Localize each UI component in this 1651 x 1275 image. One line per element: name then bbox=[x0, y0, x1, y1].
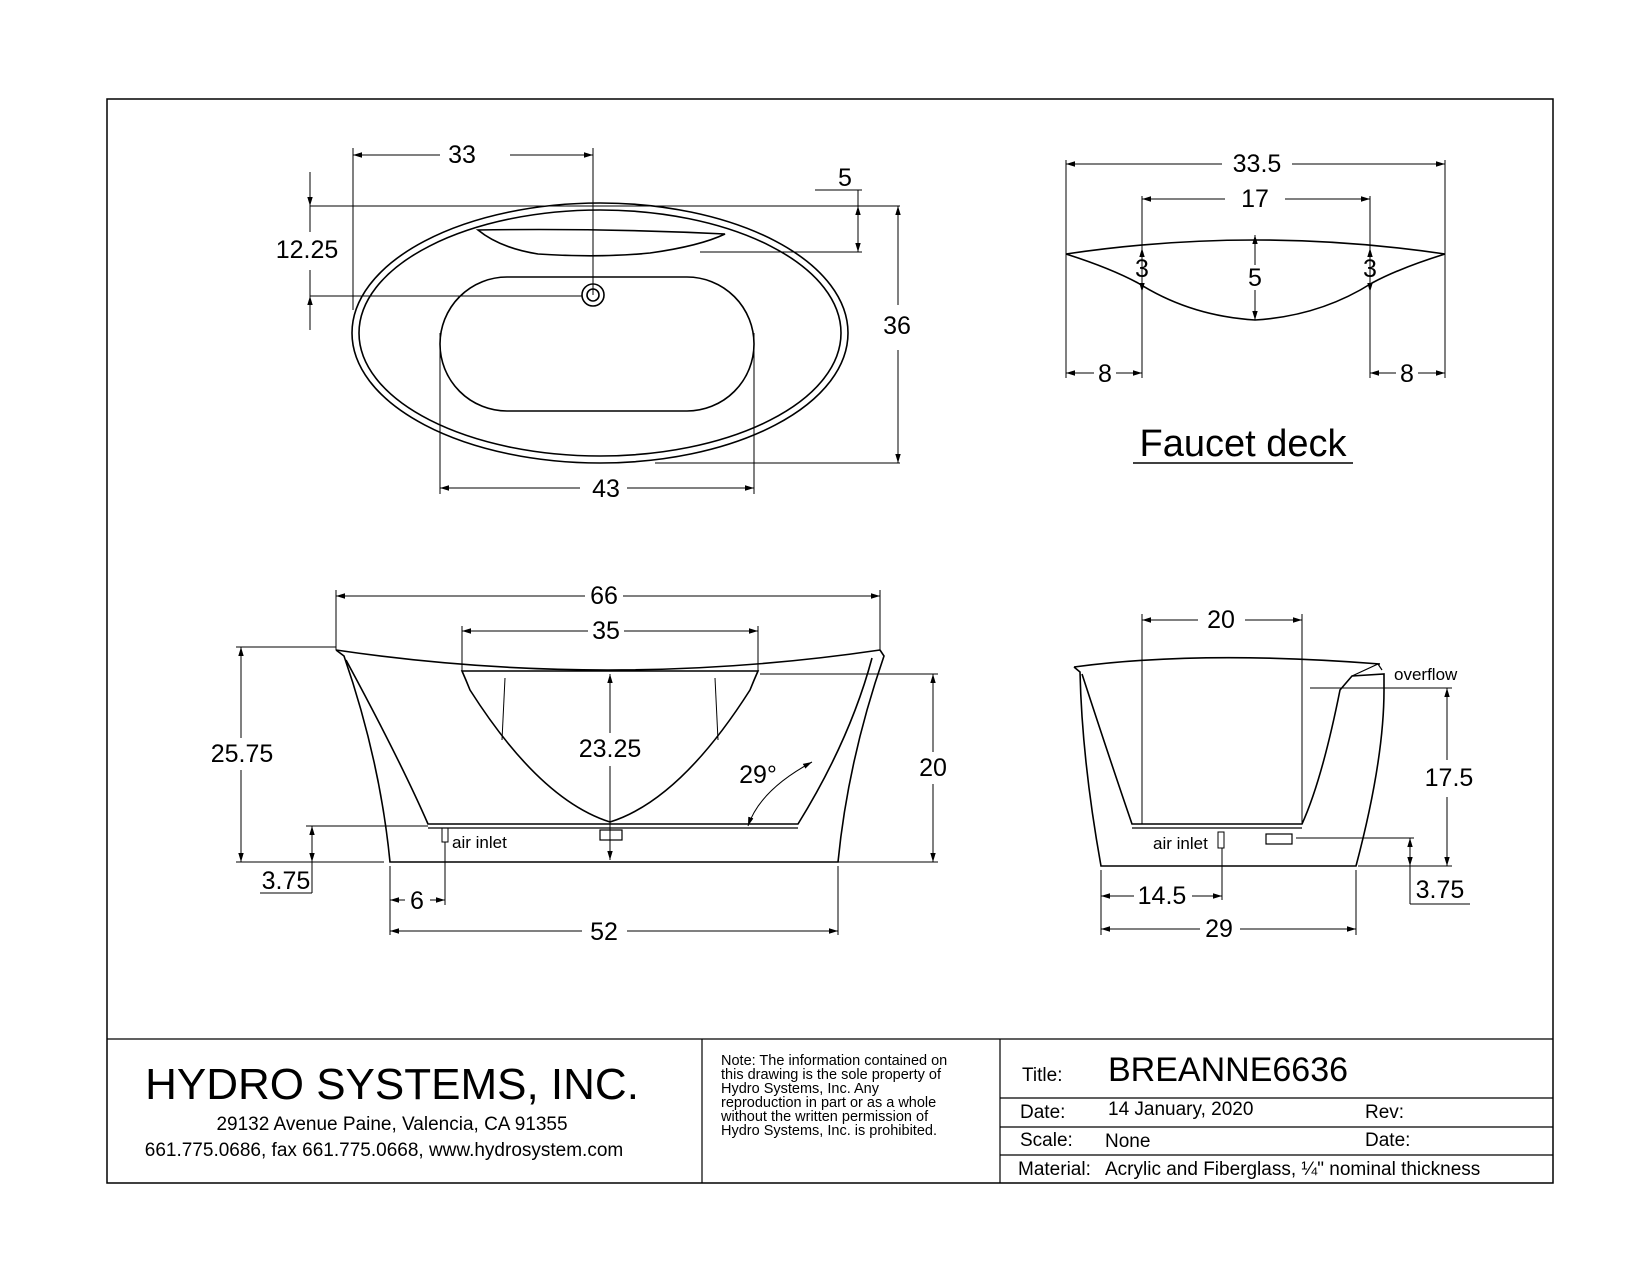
deck-dim-17: 17 bbox=[1241, 185, 1269, 213]
side-dim-20: 20 bbox=[919, 754, 947, 782]
note-block: Note: The information contained on this … bbox=[720, 1053, 947, 1139]
deck-dim-8-right: 8 bbox=[1400, 360, 1414, 388]
title-label: Title: bbox=[1022, 1065, 1062, 1086]
deck-dim-8-left: 8 bbox=[1098, 360, 1112, 388]
top-dim-36: 36 bbox=[883, 312, 911, 340]
deck-dim-3-right: 3 bbox=[1363, 255, 1377, 283]
note-line: this drawing is the sole property of bbox=[721, 1067, 942, 1083]
company-contact: 661.775.0686, fax 661.775.0668, www.hydr… bbox=[145, 1140, 623, 1161]
side-dim-35: 35 bbox=[592, 617, 620, 645]
deck-dim-33-5: 33.5 bbox=[1233, 150, 1282, 178]
top-dim-12-25: 12.25 bbox=[276, 236, 339, 264]
scale-value: None bbox=[1105, 1131, 1150, 1152]
end-drain-fitting bbox=[1265, 833, 1293, 845]
faucet-deck-outline bbox=[475, 228, 726, 257]
top-dim-43: 43 bbox=[592, 475, 620, 503]
scale-label: Scale: bbox=[1020, 1130, 1073, 1151]
side-view bbox=[236, 590, 938, 935]
side-dim-23-25: 23.25 bbox=[579, 735, 642, 763]
end-inner-wall bbox=[1081, 673, 1385, 825]
side-dim-52: 52 bbox=[590, 918, 618, 946]
side-dim-29-deg: 29° bbox=[739, 761, 777, 789]
note-line: Hydro Systems, Inc. Any bbox=[721, 1081, 880, 1097]
end-air-inlet-fitting bbox=[1217, 831, 1225, 849]
material-value: Acrylic and Fiberglass, ¼" nominal thick… bbox=[1105, 1159, 1480, 1180]
note-line: reproduction in part or as a whole bbox=[721, 1095, 936, 1111]
side-drain-fitting bbox=[599, 829, 623, 841]
side-rim bbox=[335, 649, 881, 671]
end-dim-14-5: 14.5 bbox=[1138, 882, 1187, 910]
side-air-inlet-label: air inlet bbox=[452, 833, 507, 852]
side-dim-25-75: 25.75 bbox=[211, 740, 274, 768]
end-rim bbox=[1073, 656, 1381, 668]
company-name: HYDRO SYSTEMS, INC. bbox=[145, 1060, 639, 1109]
faucet-deck-caption: Faucet deck bbox=[1140, 423, 1348, 465]
end-dim-20: 20 bbox=[1207, 606, 1235, 634]
angle-arc bbox=[747, 761, 813, 827]
side-dim-6: 6 bbox=[410, 887, 424, 915]
title-value: BREANNE6636 bbox=[1108, 1051, 1348, 1089]
side-outer-wall bbox=[335, 649, 885, 863]
faucet-deck-view bbox=[1065, 160, 1446, 464]
tub-rim-outer bbox=[351, 202, 849, 464]
title-block bbox=[107, 1038, 1553, 1183]
drawing-border bbox=[106, 98, 1554, 1184]
material-label: Material: bbox=[1018, 1159, 1091, 1180]
side-dim-3-75: 3.75 bbox=[262, 867, 311, 895]
deck-dim-3-left: 3 bbox=[1135, 255, 1149, 283]
end-air-inlet-label: air inlet bbox=[1153, 834, 1208, 853]
note-line: Note: The information contained on bbox=[721, 1053, 947, 1069]
side-dim-66: 66 bbox=[590, 582, 618, 610]
company-address: 29132 Avenue Paine, Valencia, CA 91355 bbox=[216, 1114, 567, 1135]
side-inner-wall bbox=[345, 657, 873, 825]
date-value: 14 January, 2020 bbox=[1108, 1099, 1253, 1120]
end-outer-wall bbox=[1073, 666, 1385, 867]
date-label: Date: bbox=[1020, 1102, 1065, 1123]
date2-label: Date: bbox=[1365, 1130, 1410, 1151]
note-line: Hydro Systems, Inc. is prohibited. bbox=[721, 1123, 937, 1139]
end-overflow-label: overflow bbox=[1394, 665, 1458, 684]
tub-basin bbox=[439, 276, 755, 412]
end-view bbox=[1073, 614, 1470, 935]
faucet-deck-shape bbox=[1065, 239, 1446, 321]
rev-label: Rev: bbox=[1365, 1102, 1404, 1123]
end-dim-29: 29 bbox=[1205, 915, 1233, 943]
tub-rim-inner bbox=[358, 209, 842, 457]
top-view bbox=[307, 148, 901, 494]
top-dim-33: 33 bbox=[448, 141, 476, 169]
deck-dim-5: 5 bbox=[1248, 264, 1262, 292]
end-dim-3-75: 3.75 bbox=[1416, 876, 1465, 904]
top-dim-5: 5 bbox=[838, 164, 852, 192]
note-line: without the written permission of bbox=[720, 1109, 929, 1125]
end-dim-17-5: 17.5 bbox=[1425, 764, 1474, 792]
air-inlet-fitting bbox=[441, 827, 449, 843]
